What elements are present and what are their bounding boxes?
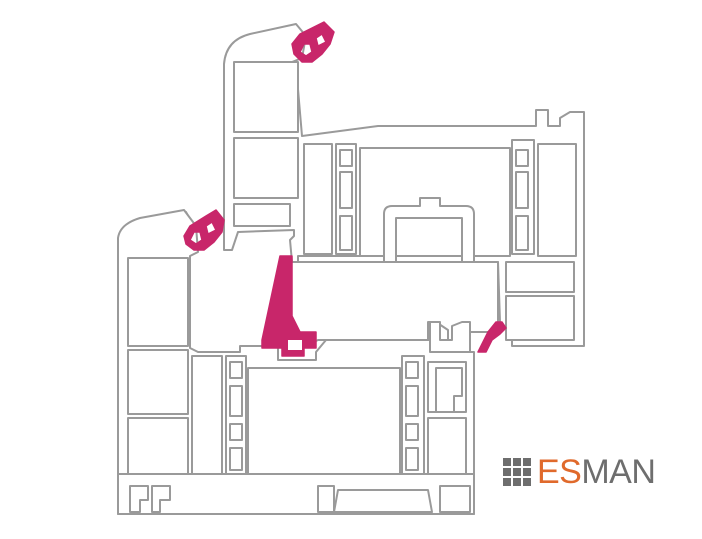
- sash-chamber-small: [515, 171, 529, 209]
- frame-chamber-small: [405, 423, 419, 441]
- brand-part2: MAN: [581, 453, 656, 491]
- reinforcement-channel: [383, 197, 475, 265]
- frame-foot: [317, 485, 335, 513]
- frame-chamber-small: [405, 361, 419, 379]
- frame-chamber: [191, 355, 223, 475]
- frame-chamber-small: [405, 447, 419, 471]
- seal-gasket-centre: [261, 255, 317, 357]
- esman-logo-mark-icon: [503, 458, 531, 486]
- frame-chamber: [427, 417, 467, 475]
- sash-chamber-small: [339, 149, 353, 167]
- sash-chamber-small: [515, 149, 529, 167]
- sash-chamber: [537, 143, 577, 257]
- sash-chamber-small: [339, 215, 353, 251]
- frame-chamber-small: [229, 361, 243, 379]
- seal-gasket-inner: [477, 321, 507, 353]
- sash-chamber: [505, 295, 575, 341]
- frame-chamber-small: [229, 423, 243, 441]
- frame-main-chamber: [247, 367, 401, 475]
- hardware-groove: [429, 321, 471, 353]
- sash-chamber: [505, 261, 575, 293]
- seal-gasket-frame: [183, 209, 225, 251]
- frame-bottom-chamber: [333, 489, 433, 513]
- frame-chamber: [127, 349, 189, 415]
- frame-chamber: [127, 417, 189, 475]
- sash-chamber-small: [515, 215, 529, 251]
- esman-logo-text: ESMAN: [537, 453, 656, 491]
- sash-chamber: [303, 143, 333, 255]
- sash-chamber-small: [339, 171, 353, 209]
- frame-foot: [129, 485, 149, 513]
- brand-part1: ES: [537, 453, 582, 491]
- frame-chamber-small: [229, 447, 243, 471]
- frame-chamber: [127, 257, 189, 347]
- seal-gasket-top: [291, 21, 335, 63]
- esman-logo: ESMAN: [503, 453, 656, 491]
- sash-chamber: [233, 137, 299, 199]
- frame-chamber-small: [229, 385, 243, 417]
- sash-chamber: [233, 61, 299, 133]
- hardware-groove: [435, 367, 463, 413]
- frame-chamber-small: [405, 385, 419, 417]
- sash-chamber: [233, 203, 291, 227]
- frame-foot: [439, 485, 471, 513]
- gasket-hollow: [288, 340, 302, 350]
- frame-foot: [151, 485, 171, 513]
